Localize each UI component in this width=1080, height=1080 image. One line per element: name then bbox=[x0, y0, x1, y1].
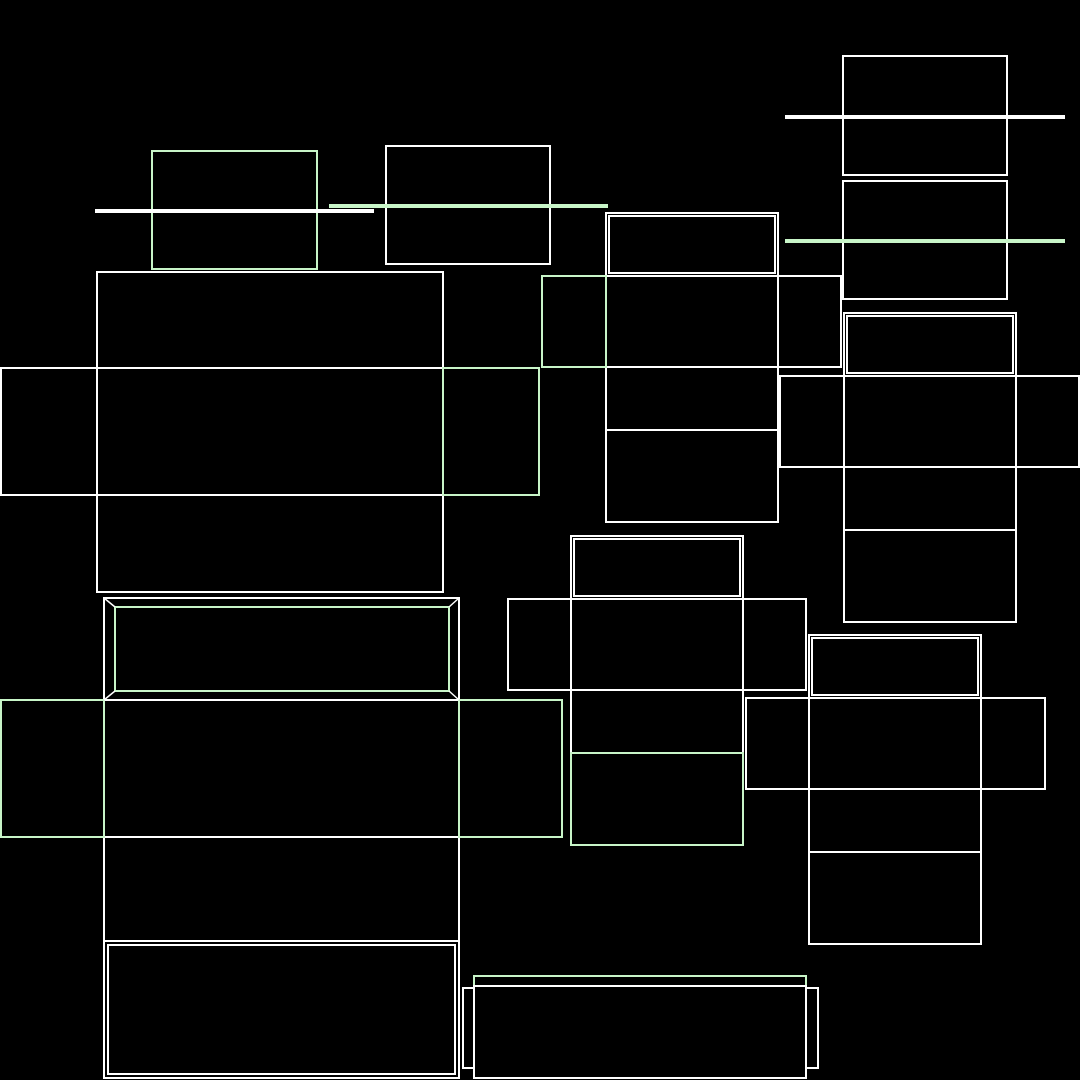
cross-net-center-face-7 bbox=[742, 598, 807, 691]
flat-net-bottom-center bbox=[462, 975, 819, 1079]
cross-net-upper-center-face-2 bbox=[608, 215, 776, 274]
cross-net-right-face-5 bbox=[843, 529, 1017, 623]
cross-net-large-bottom-left-bevel-1 bbox=[103, 597, 116, 608]
cross-net-bottom-right-face-7 bbox=[980, 697, 1046, 790]
t-net-tall-upper-right-face-3 bbox=[785, 115, 1065, 119]
t-net-small-top-left bbox=[95, 150, 374, 270]
cross-net-large-bottom-left-bevel-3 bbox=[103, 690, 116, 701]
cross-net-center-face-3 bbox=[570, 598, 744, 691]
cross-net-large-bottom-left-bevel-2 bbox=[448, 597, 460, 608]
cross-net-large-bottom-left-bevel-4 bbox=[448, 690, 460, 701]
cross-net-bottom-right-face-1 bbox=[808, 634, 982, 699]
cross-net-bottom-right-face-2 bbox=[811, 637, 979, 696]
cross-net-upper-center-face-5 bbox=[605, 429, 779, 523]
cross-net-large-bottom-left-face-2 bbox=[114, 606, 450, 692]
cross-net-large-bottom-left-face-8 bbox=[458, 699, 563, 838]
cross-net-bottom-right-face-4 bbox=[808, 788, 982, 853]
cross-net-upper-center-face-6 bbox=[541, 275, 607, 368]
cross-net-bottom-right-face-5 bbox=[808, 851, 982, 945]
cross-net-large-top-left-face-5 bbox=[442, 367, 540, 496]
cross-net-right bbox=[779, 312, 1080, 623]
cross-net-large-top-left-face-3 bbox=[96, 494, 444, 593]
cross-net-large-bottom-left bbox=[0, 597, 563, 1079]
cross-net-center-face-6 bbox=[507, 598, 572, 691]
cross-net-large-bottom-left-face-6 bbox=[107, 944, 456, 1075]
cross-net-upper-center-face-1 bbox=[605, 212, 779, 277]
cross-net-right-face-7 bbox=[1015, 375, 1080, 468]
flat-net-bottom-center-face-1 bbox=[473, 975, 807, 987]
flat-net-bottom-center-face-2 bbox=[473, 985, 807, 1079]
t-net-small-top-left-face-2 bbox=[95, 209, 374, 213]
cross-net-bottom-right-face-6 bbox=[745, 697, 810, 790]
cross-net-center-face-5 bbox=[570, 752, 744, 846]
cross-net-large-top-left bbox=[0, 271, 540, 593]
cross-net-center-face-1 bbox=[570, 535, 744, 600]
cross-net-upper-center-face-4 bbox=[605, 366, 779, 431]
t-net-tall-upper-right bbox=[785, 55, 1065, 300]
cross-net-right-face-3 bbox=[843, 375, 1017, 468]
flat-net-bottom-center-face-4 bbox=[805, 987, 819, 1069]
cross-net-bottom-right-face-3 bbox=[808, 697, 982, 790]
cross-net-right-face-2 bbox=[846, 315, 1014, 374]
cross-net-large-bottom-left-face-5 bbox=[103, 940, 460, 1079]
flat-net-bottom-center-face-3 bbox=[462, 987, 475, 1069]
cross-net-right-face-6 bbox=[779, 375, 845, 468]
cross-net-center-face-2 bbox=[573, 538, 741, 597]
cross-net-large-top-left-face-4 bbox=[0, 367, 98, 496]
t-net-small-top-center-face-2 bbox=[329, 204, 608, 208]
cross-net-center-face-4 bbox=[570, 689, 744, 754]
cross-net-large-top-left-face-2 bbox=[96, 367, 444, 496]
cross-net-large-bottom-left-face-3 bbox=[103, 699, 460, 838]
cross-net-large-bottom-left-face-1 bbox=[103, 597, 460, 701]
t-net-tall-upper-right-face-4 bbox=[785, 239, 1065, 243]
cross-net-large-top-left-face-1 bbox=[96, 271, 444, 369]
cross-net-center bbox=[507, 535, 807, 846]
cross-net-right-face-4 bbox=[843, 466, 1017, 531]
cross-net-large-bottom-left-face-7 bbox=[0, 699, 105, 838]
cross-net-large-bottom-left-face-4 bbox=[103, 836, 460, 942]
cross-net-upper-center-face-3 bbox=[605, 275, 779, 368]
cross-net-upper-center bbox=[541, 212, 842, 523]
cross-net-right-face-1 bbox=[843, 312, 1017, 377]
figure-layer bbox=[0, 55, 1080, 1079]
cross-net-upper-center-face-7 bbox=[777, 275, 842, 368]
cross-net-bottom-right bbox=[745, 634, 1046, 945]
t-net-small-top-center bbox=[329, 145, 608, 265]
